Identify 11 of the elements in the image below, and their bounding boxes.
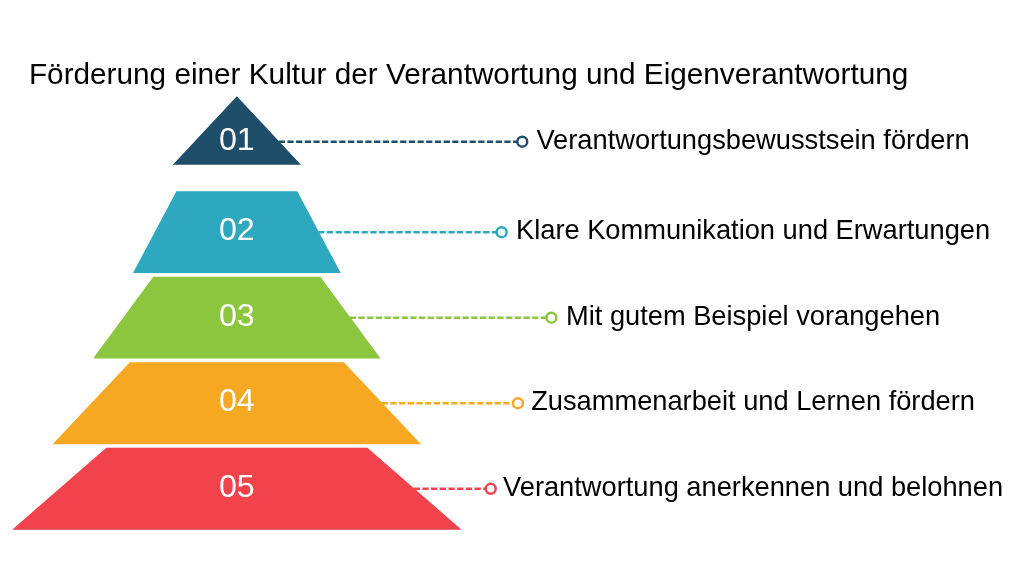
diagram-title: Förderung einer Kultur der Verantwortung und Eigenverantwortung xyxy=(28,56,909,90)
node-text: Zusammenarbeit und Lernen fördern xyxy=(531,384,975,416)
connector xyxy=(413,482,497,495)
node-text: Verantwortungsbewusstsein fördern xyxy=(536,123,970,155)
node-text: Mit gutem Beispiel vorangehen xyxy=(565,299,941,331)
node-text: Klare Kommunikation und Erwartungen xyxy=(516,213,991,245)
connector xyxy=(318,225,508,238)
connector xyxy=(349,311,558,324)
node-text: Verantwortung anerkennen und belohnen xyxy=(503,470,1004,502)
connector xyxy=(278,135,529,148)
connector xyxy=(381,396,525,409)
